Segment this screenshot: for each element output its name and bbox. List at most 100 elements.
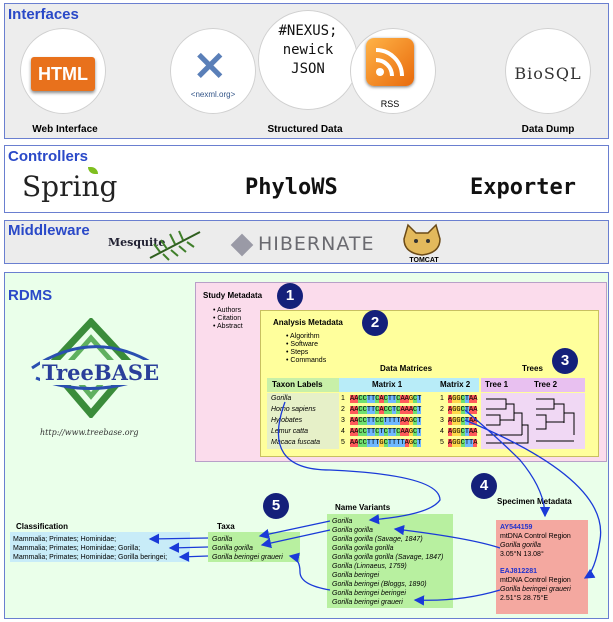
row-number: 5 — [440, 439, 444, 446]
matrix-1-sequence: AACCTTCCTTTTAAGCT — [350, 417, 422, 425]
name-variant-item: Gorilla beringei graueri — [332, 599, 403, 606]
study-metadata-list: • Authors • Citation • Abstract — [213, 307, 243, 331]
taxon-label: Hylobates — [271, 417, 303, 424]
row-number: 3 — [341, 417, 345, 424]
name-variant-item: Gorilla gorilla gorilla (Savage, 1847) — [332, 554, 444, 561]
classification-title: Classification — [16, 522, 69, 531]
name-variant-item: Gorilla beringei (Bloggs, 1890) — [332, 581, 427, 588]
name-variant-item: Gorilla — [332, 518, 353, 525]
caption-data-dump: Data Dump — [521, 124, 575, 135]
number-5-badge: 5 — [263, 493, 289, 519]
name-variant-item: Gorilla beringei beringei — [332, 590, 406, 597]
analysis-metadata-title: Analysis Metadata — [273, 318, 343, 327]
exporter-label: Exporter — [470, 175, 576, 200]
format-newick: newick — [282, 42, 334, 58]
middleware-title: Middleware — [8, 222, 90, 239]
row-number: 3 — [440, 417, 444, 424]
study-metadata-title: Study Metadata — [203, 291, 263, 300]
classification-list: Mammalia; Primates; Hominidae; Mammalia; … — [13, 535, 167, 562]
tree-2-diagram — [536, 398, 575, 442]
trees-header-bg — [481, 378, 585, 392]
analysis-item: • Commands — [286, 357, 327, 364]
tomcat-icon — [403, 223, 441, 256]
matrix-header-bg — [339, 378, 479, 392]
controllers-layer — [4, 145, 609, 213]
row-number: 2 — [341, 406, 345, 413]
tree-1-diagram — [486, 398, 529, 444]
nexml-x-icon: ✕ — [193, 45, 227, 89]
row-number: 1 — [440, 395, 444, 402]
taxon-label: Lemur catta — [271, 428, 308, 435]
tree-2-header: Tree 2 — [534, 380, 558, 389]
format-nexus: #NEXUS; — [278, 23, 338, 39]
number-3-badge: 3 — [552, 348, 578, 374]
matrix-2-sequence: AGGCTAA — [448, 406, 478, 414]
name-variant-item: Gorilla beringei — [332, 572, 380, 579]
spring-leaf-icon — [88, 167, 98, 174]
specimen-metadata-title: Specimen Metadata — [497, 497, 572, 506]
number-2-badge: 2 — [362, 310, 388, 336]
specimen-coords-1: 3.05°N 13.08° — [500, 551, 544, 558]
study-item: • Authors — [213, 307, 242, 314]
spring-logo: Spring — [22, 170, 118, 203]
matrix-2-sequence: AGGCTTA — [448, 439, 478, 447]
matrix-1-sequence: AACCTTTGCTTTTAGCT — [350, 439, 422, 447]
specimen-taxon-1: Gorilla gorilla — [500, 542, 541, 549]
formats-list: #NEXUS; newick JSON — [262, 22, 354, 79]
matrix-2-sequence: AGGCTAA — [448, 417, 478, 425]
classification-item: Mammalia; Primates; Hominidae; Gorilla b… — [13, 554, 168, 561]
formats-circle — [258, 10, 358, 110]
classification-item: Mammalia; Primates; Hominidae; Gorilla; — [13, 545, 141, 552]
taxon-labels-header: Taxon Labels — [272, 380, 323, 389]
trees-label: Trees — [522, 364, 543, 373]
specimen-id-2[interactable]: EAJ812281 — [500, 568, 537, 575]
study-item: • Abstract — [213, 323, 243, 330]
row-number: 4 — [341, 428, 345, 435]
taxon-label: Homo sapiens — [271, 406, 316, 413]
taxa-title: Taxa — [217, 522, 235, 531]
nexml-circle — [170, 28, 256, 114]
matrix-2-sequence: AGGCTAA — [448, 395, 478, 403]
taxon-label: Macaca fuscata — [271, 439, 321, 446]
nexml-logo-text: <nexml.org> — [190, 90, 236, 99]
hibernate-logo: HIBERNATE — [258, 233, 375, 255]
caption-structured-data: Structured Data — [267, 124, 343, 135]
taxa-item: Gorilla beringei graueri — [212, 554, 283, 561]
matrix-1-sequence: AACCTTCTCTTCAAGCT — [350, 428, 422, 436]
mesquite-logo: Mesquite — [108, 236, 166, 249]
specimen-region-2: mtDNA Control Region — [500, 577, 571, 584]
controllers-title: Controllers — [8, 148, 89, 165]
row-number: 4 — [440, 428, 444, 435]
analysis-item: • Steps — [286, 349, 309, 356]
classification-item: Mammalia; Primates; Hominidae; — [13, 536, 117, 543]
taxa-item: Gorilla gorilla — [212, 545, 253, 552]
name-variant-item: Gorilla gorilla (Savage, 1847) — [332, 536, 423, 543]
row-number: 1 — [341, 395, 345, 402]
biosql-circle — [505, 28, 591, 114]
taxa-item: Gorilla — [212, 536, 233, 543]
analysis-metadata-list: • Algorithm • Software • Steps • Command… — [286, 333, 326, 365]
specimen-record-1: AY544159 mtDNA Control Region Gorilla go… — [500, 523, 571, 559]
treebase-url: http://www.treebase.org — [40, 428, 139, 437]
specimen-id-1[interactable]: AY544159 — [500, 524, 533, 531]
specimen-coords-2: 2.51°S 28.75°E — [500, 595, 549, 602]
tree-1-header: Tree 1 — [485, 380, 509, 389]
analysis-item: • Software — [286, 341, 319, 348]
taxon-labels-header-bg — [267, 378, 339, 392]
html5-badge-label: HTML — [38, 64, 88, 84]
rss-waves-icon — [375, 48, 404, 77]
phylows-label: PhyloWS — [245, 175, 338, 200]
number-4-badge: 4 — [471, 473, 497, 499]
matrix-1-sequence: AACCTTCACTTCAAGCT — [350, 395, 422, 403]
matrix-2-header: Matrix 2 — [440, 380, 471, 389]
rss-icon — [366, 38, 414, 86]
rss-label: RSS — [380, 99, 400, 109]
name-variant-item: Gorilla (Linnaeus, 1759) — [332, 563, 407, 570]
row-number: 2 — [440, 406, 444, 413]
caption-web-interface: Web Interface — [32, 124, 98, 135]
row-number: 5 — [341, 439, 345, 446]
format-json: JSON — [291, 61, 325, 77]
matrix-1-sequence: AACCTTCACCTCAAACT — [350, 406, 422, 414]
